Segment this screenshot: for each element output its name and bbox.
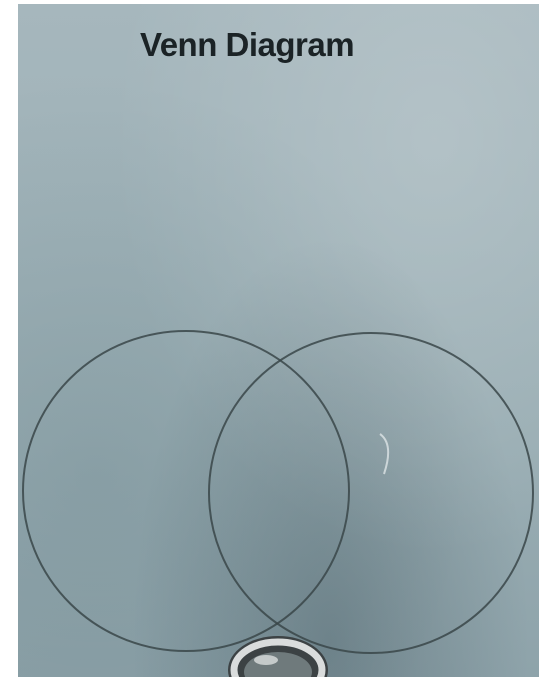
venn-circle-right [209,333,533,653]
binder-ring [222,630,334,677]
worksheet-photo: Venn Diagram [18,4,539,677]
venn-circle-left [23,331,349,651]
glare-mark [380,434,388,474]
venn-diagram [18,4,539,677]
